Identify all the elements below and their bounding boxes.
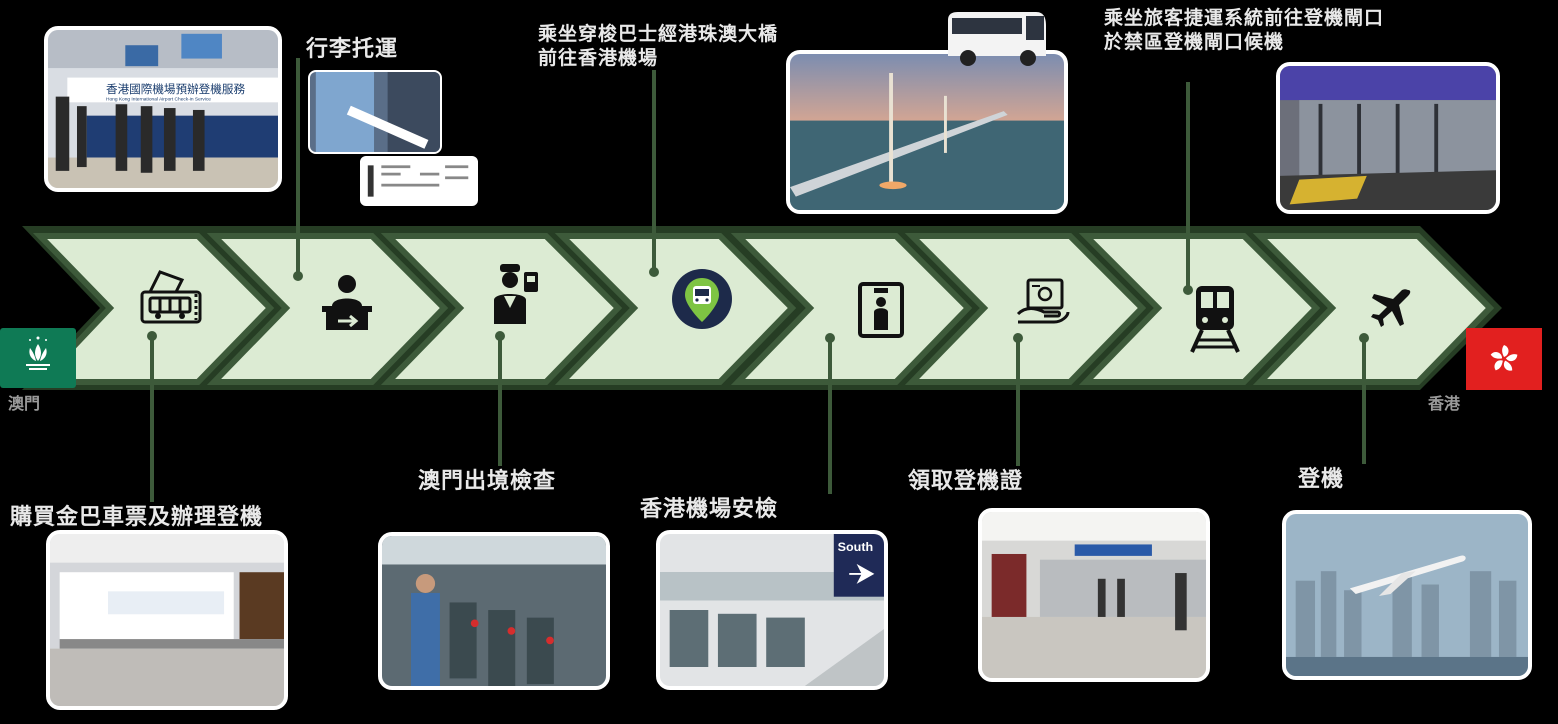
- connector-4: [652, 70, 656, 272]
- macau-flag: [0, 328, 76, 388]
- lotus-icon: [26, 336, 50, 370]
- connector-dot-5: [825, 333, 835, 343]
- photo-shuttle-bus: [944, 10, 1048, 68]
- connector-dot-2: [293, 271, 303, 281]
- bus-ticket-icon: [140, 270, 202, 324]
- step-3-label: 澳門出境檢查: [418, 468, 557, 493]
- chevron-step-8: [1252, 233, 1495, 385]
- chevron-step-5: [730, 233, 973, 385]
- photo-arrival-gate: [978, 508, 1210, 682]
- step-7-label: 乘坐旅客捷運系統前往登機閘口: [1104, 8, 1385, 29]
- south-sign-text: South: [838, 540, 874, 554]
- step-5-label: 香港機場安檢: [640, 496, 779, 521]
- photo-boarding-pass: [360, 156, 478, 206]
- customs-officer-icon: [494, 264, 538, 324]
- check-in-desk-icon: [322, 275, 372, 330]
- connector-dot-7: [1183, 285, 1193, 295]
- connector-dot-6: [1013, 333, 1023, 343]
- connector-3: [498, 336, 502, 466]
- origin-label: 澳門: [8, 396, 41, 413]
- checkin-sign-text: 香港國際機場預辦登機服務: [106, 82, 246, 96]
- photo-luggage: [308, 70, 442, 154]
- step-7-label-line2: 於禁區登機閘口候機: [1104, 32, 1285, 53]
- checkin-sign-text-en: Hong Kong International Airport Check-in…: [106, 96, 211, 102]
- photo-security-hall: South: [656, 530, 888, 690]
- connector-dot-3: [495, 331, 505, 341]
- connector-7: [1186, 82, 1190, 290]
- bus-location-icon: [672, 269, 732, 329]
- connector-8: [1362, 338, 1366, 464]
- chevron-step-1: [32, 233, 275, 385]
- photo-apm-platform: [1276, 62, 1500, 214]
- security-scanner-icon: [858, 282, 904, 338]
- connector-2: [296, 58, 300, 276]
- boarding-pass-icon: [1016, 278, 1070, 324]
- airplane-icon: [1371, 289, 1411, 327]
- destination-label: 香港: [1428, 396, 1461, 413]
- connector-1: [150, 336, 154, 502]
- hong-kong-flag: [1466, 328, 1542, 390]
- connector-6: [1016, 338, 1020, 466]
- photo-bridge: [786, 50, 1068, 214]
- step-4-label-line2: 前往香港機場: [538, 48, 659, 69]
- step-8-label: 登機: [1298, 466, 1345, 491]
- connector-dot-8: [1359, 333, 1369, 343]
- photo-macau-immigration: [378, 532, 610, 690]
- step-6-label: 領取登機證: [908, 468, 1024, 493]
- photo-checkin-counter: 香港國際機場預辦登機服務 Hong Kong International Air…: [44, 26, 282, 192]
- step-4-label: 乘坐穿梭巴士經港珠澳大橋: [538, 24, 779, 45]
- connector-dot-4: [649, 267, 659, 277]
- connector-dot-1: [147, 331, 157, 341]
- photo-ticket-office: [46, 530, 288, 710]
- step-2-label: 行李托運: [306, 36, 399, 61]
- connector-5: [828, 338, 832, 494]
- train-icon: [1190, 286, 1240, 353]
- bauhinia-icon: [1490, 345, 1518, 371]
- step-1-label: 購買金巴車票及辦理登機: [10, 504, 264, 529]
- photo-plane-takeoff: [1282, 510, 1532, 680]
